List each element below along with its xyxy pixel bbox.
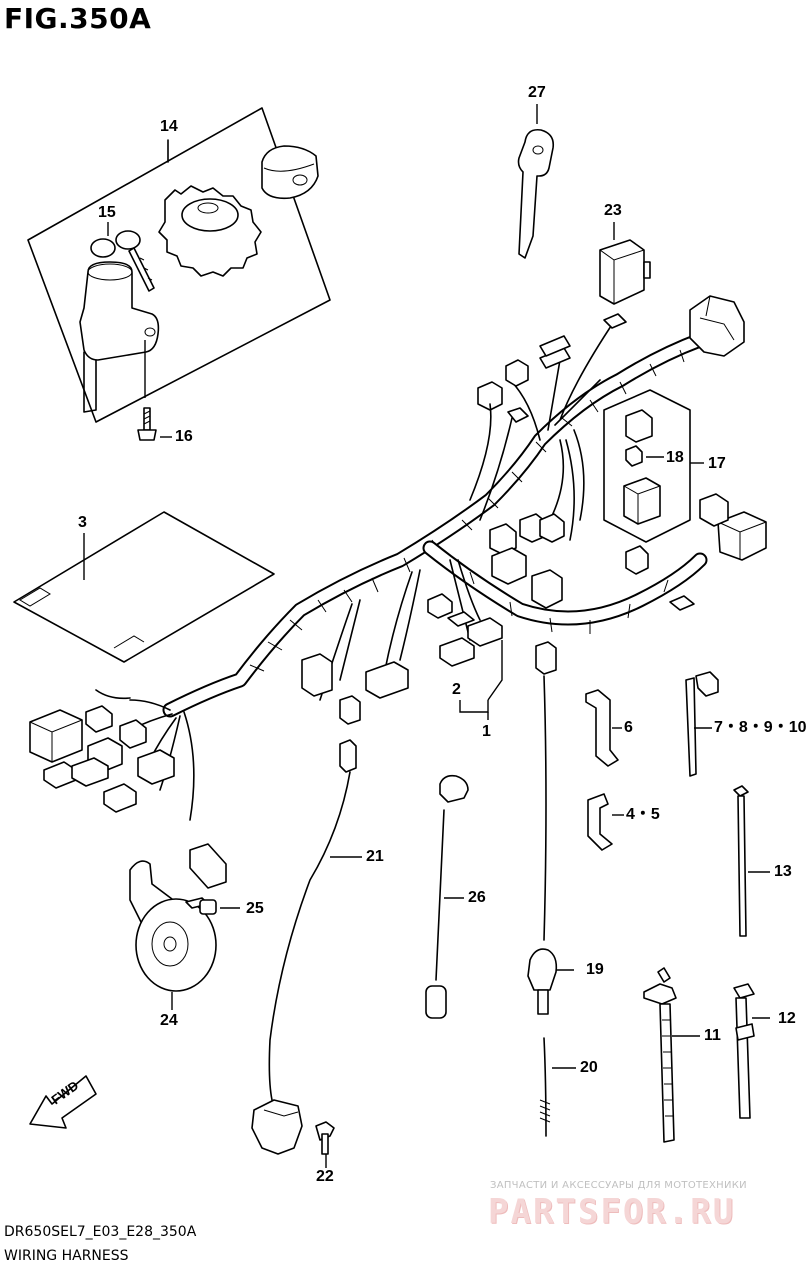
relay-part bbox=[599, 222, 651, 305]
lead-wire-26-part bbox=[425, 774, 469, 1019]
callout-1: 1 bbox=[482, 723, 491, 740]
clamp-7-10-part bbox=[685, 671, 719, 777]
callout-3: 3 bbox=[78, 514, 87, 531]
ignition-switch-set-frame bbox=[27, 107, 331, 423]
callout-18: 18 bbox=[666, 449, 684, 466]
callout-19: 19 bbox=[586, 961, 604, 978]
ignition-keys-part bbox=[90, 222, 155, 292]
callout-25: 25 bbox=[246, 900, 264, 917]
callout-11: 11 bbox=[704, 1027, 721, 1044]
callout-20: 20 bbox=[580, 1059, 598, 1076]
bolt-25-part bbox=[185, 897, 240, 915]
figure-caption: WIRING HARNESS bbox=[4, 1248, 129, 1264]
callout-21: 21 bbox=[366, 848, 384, 865]
clamp-6-part bbox=[585, 689, 622, 767]
callout-17: 17 bbox=[708, 455, 726, 472]
cable-tie-12-part bbox=[733, 983, 770, 1119]
figure-code: DR650SEL7_E03_E28_350A bbox=[4, 1224, 197, 1240]
wiring-sheet-part bbox=[13, 511, 275, 663]
callout-27: 27 bbox=[528, 84, 546, 101]
callout-23: 23 bbox=[604, 202, 622, 219]
fuse-box-frame bbox=[603, 389, 704, 543]
watermark-logo: PARTSFOR.RU bbox=[488, 1192, 736, 1232]
sensor-19-part bbox=[527, 641, 574, 1015]
callout-22: 22 bbox=[316, 1168, 334, 1185]
horn-part bbox=[129, 860, 217, 1010]
callout-15: 15 bbox=[98, 204, 116, 221]
clamp-4-5-part bbox=[587, 793, 624, 851]
ignition-switch-body-part bbox=[79, 261, 160, 413]
blank-key-part bbox=[517, 104, 555, 259]
callout-14: 14 bbox=[160, 118, 178, 135]
callout-4-5: 4・5 bbox=[626, 806, 660, 823]
callout-7-8-9-10: 7・8・9・10 bbox=[714, 719, 807, 736]
callout-26: 26 bbox=[468, 889, 486, 906]
callout-13: 13 bbox=[774, 863, 792, 880]
ignition-cover-part bbox=[261, 145, 319, 200]
callout-24: 24 bbox=[160, 1012, 178, 1029]
callout-6: 6 bbox=[624, 719, 633, 736]
callout-2: 2 bbox=[452, 681, 461, 698]
cable-tie-13-part bbox=[733, 785, 770, 937]
callout-12: 12 bbox=[778, 1010, 796, 1027]
callout-16: 16 bbox=[175, 428, 193, 445]
callout-bracket-1-2 bbox=[459, 640, 503, 720]
main-wiring-harness bbox=[29, 295, 767, 889]
side-stand-switch-part bbox=[251, 739, 362, 1168]
figure-title: FIG.350A bbox=[4, 2, 152, 35]
ignition-lock-ring-part bbox=[158, 185, 262, 277]
watermark-tagline: ЗАПЧАСТИ И АКСЕССУАРЫ ДЛЯ МОТОТЕХНИКИ bbox=[490, 1180, 747, 1191]
bolt-16-part bbox=[137, 407, 172, 441]
cable-tie-11-part bbox=[643, 967, 700, 1143]
spring-pin-20-part bbox=[539, 1037, 576, 1137]
forward-direction-arrow bbox=[29, 1075, 97, 1129]
